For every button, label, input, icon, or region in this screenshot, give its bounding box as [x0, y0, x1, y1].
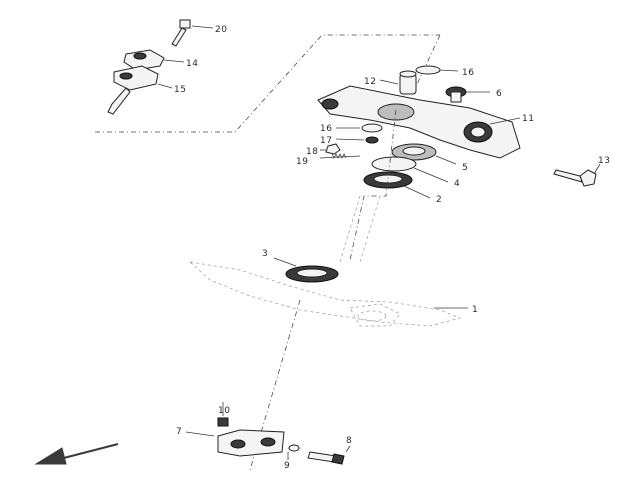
front-arrow-icon [34, 443, 119, 465]
callout-5: 5 [462, 163, 468, 173]
callout-17: 17 [320, 136, 332, 146]
callout-20: 20 [215, 25, 227, 35]
callout-6: 6 [496, 89, 502, 99]
callout-18: 18 [306, 147, 318, 157]
handlebar-holder-bolt [171, 19, 214, 47]
upper-bracket [317, 85, 521, 159]
callout-16-lower: 16 [320, 124, 332, 134]
screw-small [217, 402, 229, 427]
lower-bearing [273, 257, 339, 283]
plug [379, 70, 417, 95]
guide-bolt [307, 445, 351, 465]
collar [335, 136, 379, 144]
upper-bearing [363, 171, 431, 199]
washer-top [415, 65, 459, 75]
callout-19: 19 [296, 157, 308, 167]
callout-7: 7 [176, 427, 182, 437]
steering-stem-nut [445, 86, 490, 103]
ring-nut [391, 143, 457, 165]
callout-16-top: 16 [462, 68, 474, 78]
spring-pin [319, 153, 361, 159]
callout-9: 9 [284, 461, 290, 471]
washer-lower [336, 123, 383, 133]
callout-12: 12 [364, 77, 376, 87]
inset-boundary [95, 34, 440, 133]
callout-14: 14 [186, 59, 198, 69]
callout-15: 15 [174, 85, 186, 95]
callout-4: 4 [454, 179, 460, 189]
callout-2: 2 [436, 195, 442, 205]
callout-13: 13 [598, 156, 610, 166]
bearing-cover [371, 156, 449, 183]
callout-11: 11 [522, 114, 534, 124]
cable-guide [185, 429, 285, 457]
callout-10: 10 [218, 406, 230, 416]
callout-8: 8 [346, 436, 352, 446]
stem-shaft-outline [339, 195, 381, 263]
under-bracket [188, 261, 468, 327]
upper-handlebar-holder [123, 49, 185, 71]
nut [320, 143, 341, 155]
pinch-bolt [553, 163, 601, 187]
callout-1: 1 [472, 305, 478, 315]
callout-3: 3 [262, 249, 268, 259]
lower-handlebar-holder [107, 65, 173, 115]
washer-small [287, 444, 300, 460]
